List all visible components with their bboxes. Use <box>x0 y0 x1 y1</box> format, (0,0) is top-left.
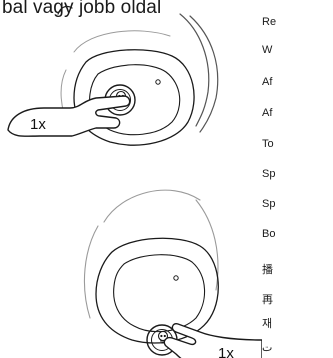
bottom-pointing-hand <box>163 322 262 358</box>
label-item: Re <box>262 16 277 28</box>
bottom-tap-label: 1x <box>218 345 234 358</box>
label-item: To <box>262 138 274 150</box>
label-item: Sp <box>262 198 276 210</box>
label-item: ت <box>262 342 273 354</box>
label-item: 재 <box>262 318 273 330</box>
section-heading: bal vagy jobb oldal <box>2 0 162 18</box>
label-item: 再 <box>262 294 273 306</box>
bottom-earbud <box>83 189 219 356</box>
label-item: Sp <box>262 168 276 180</box>
label-item: W <box>262 44 273 56</box>
label-item: 播 <box>262 264 273 276</box>
language-label-list: Re W Af Af To Sp Sp Bo 播 再 재 ت <box>262 0 333 358</box>
earbud-illustration: 1x 1x <box>7 5 262 358</box>
label-item: Af <box>262 107 273 119</box>
label-item: Bo <box>262 228 276 240</box>
top-pointing-hand <box>7 95 131 137</box>
label-item: Af <box>262 76 273 88</box>
top-tap-label: 1x <box>30 116 46 133</box>
